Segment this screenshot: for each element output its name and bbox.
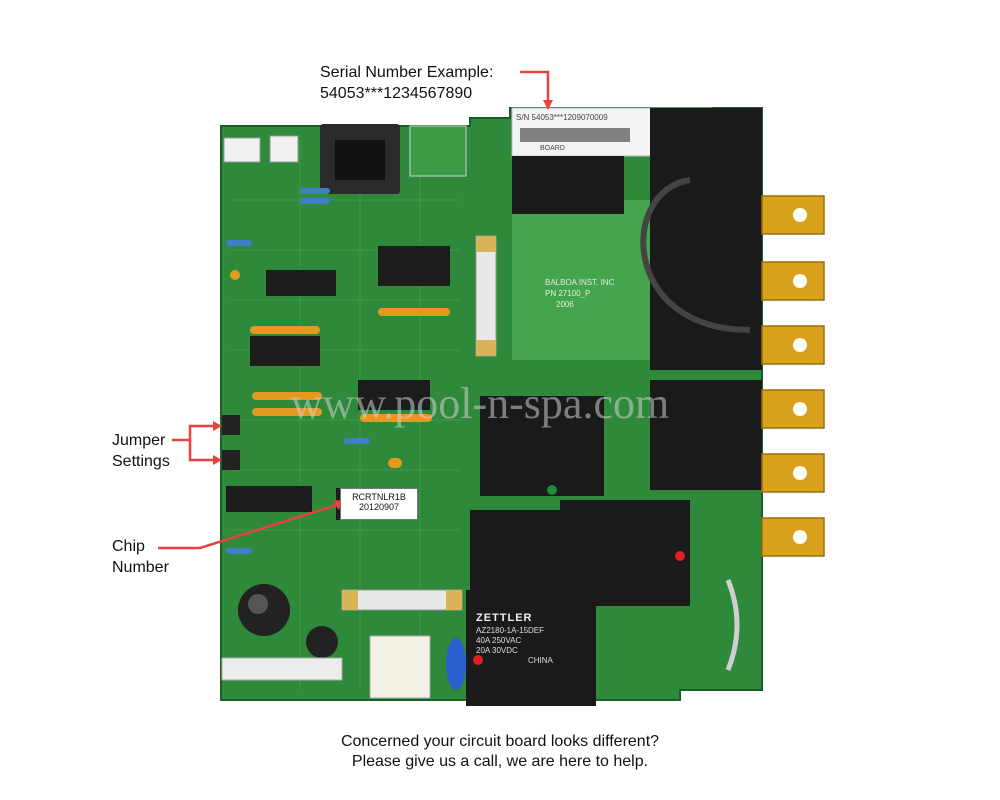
annotation-arrows bbox=[158, 70, 550, 550]
mfr-line2: PN 27100_P bbox=[545, 289, 591, 298]
chip-text1: RCRTNLR1B bbox=[352, 492, 406, 502]
pcb-silkscreen-area bbox=[512, 200, 662, 360]
wire-loop bbox=[725, 579, 740, 671]
jumper-label-line1: Jumper bbox=[112, 432, 166, 449]
sticker-board: BOARD bbox=[540, 145, 565, 152]
jumper-wire bbox=[640, 177, 751, 333]
relay-rating1: 40A 250VAC bbox=[476, 636, 522, 645]
mfr-year: 2006 bbox=[556, 300, 574, 309]
sticker-sn: S/N 54053***1209070009 bbox=[516, 113, 608, 122]
jumper-settings-label: Jumper Settings bbox=[112, 430, 170, 472]
relay-brand: ZETTLER bbox=[476, 612, 533, 624]
relay-origin: CHINA bbox=[528, 656, 553, 665]
pin-header bbox=[409, 125, 467, 177]
jumper-header-1 bbox=[222, 415, 240, 435]
resistors bbox=[230, 270, 450, 468]
rj-jack-opening bbox=[335, 140, 385, 180]
relay-model: AZ2180-1A-15DEF bbox=[476, 626, 545, 635]
jumper-label-line2: Settings bbox=[112, 453, 170, 470]
watermark: www.pool-n-spa.com bbox=[290, 379, 670, 428]
edge-connector bbox=[221, 657, 343, 681]
relay-rating2: 20A 30VDC bbox=[476, 646, 518, 655]
small-components bbox=[226, 188, 370, 554]
jumper-header-2 bbox=[222, 450, 240, 470]
fuse-horizontal bbox=[341, 589, 463, 611]
serial-label-line1: Serial Number Example: bbox=[320, 64, 494, 81]
connector-small bbox=[269, 135, 299, 163]
connector-small bbox=[223, 137, 261, 163]
fuse-vertical bbox=[475, 235, 497, 357]
jumper-arrow-2 bbox=[188, 440, 215, 462]
chip-arrow bbox=[158, 502, 341, 550]
power-connector bbox=[369, 635, 431, 699]
jumper-arrow-1 bbox=[172, 424, 215, 442]
blue-capacitor bbox=[446, 638, 466, 690]
serial-arrow bbox=[520, 70, 550, 104]
chip-sticker: RCRTNLR1B 20120907 bbox=[340, 488, 418, 520]
chip-label-line2: Number bbox=[112, 559, 169, 576]
relays bbox=[466, 108, 762, 706]
serial-label-line2: 54053***1234567890 bbox=[320, 85, 473, 102]
chip-text2: 20120907 bbox=[358, 502, 400, 512]
mfr-line1: BALBOA INST. INC bbox=[545, 278, 615, 287]
footer-line1: Concerned your circuit board looks diffe… bbox=[340, 733, 660, 750]
footer-line2: Please give us a call, we are here to he… bbox=[351, 753, 649, 770]
chip-number-label: Chip Number bbox=[112, 536, 169, 578]
terminal-holes bbox=[793, 208, 807, 544]
inductor bbox=[306, 626, 338, 658]
terminals bbox=[761, 195, 825, 557]
serial-number-label: Serial Number Example: 54053***123456789… bbox=[320, 62, 493, 104]
footer-message: Concerned your circuit board looks diffe… bbox=[250, 732, 750, 772]
chip-label-line1: Chip bbox=[112, 538, 145, 555]
